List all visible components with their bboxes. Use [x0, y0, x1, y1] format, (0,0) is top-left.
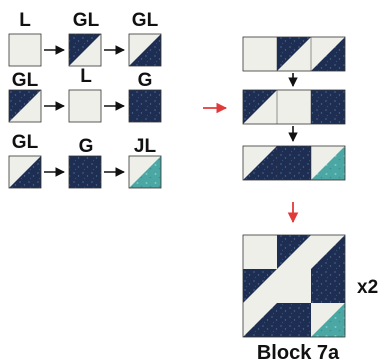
block-title: Block 7a	[257, 342, 340, 362]
unit-label: L	[80, 66, 92, 87]
sewn-row-2	[242, 89, 346, 125]
multiplier-label: x2	[357, 277, 378, 298]
unit-hst-navy-light	[68, 33, 102, 67]
unit-label: G	[79, 136, 94, 157]
unit-light-square	[68, 89, 102, 123]
unit-label: G	[138, 70, 153, 91]
unit-label: GL	[73, 10, 100, 31]
step2-sewn-rows	[242, 36, 346, 181]
unit-label: JL	[134, 136, 157, 157]
unit-hst-light-navy	[8, 155, 42, 189]
unit-label: L	[19, 10, 31, 31]
sewn-row-1	[242, 36, 346, 72]
unit-navy-square	[68, 155, 102, 189]
unit-label: GL	[12, 132, 39, 153]
unit-light-square	[8, 33, 42, 67]
step1-unit-grid: L GL GL GL L G	[8, 10, 162, 189]
unit-navy-square	[128, 89, 162, 123]
unit-hst-light-teal	[128, 155, 162, 189]
sewn-row-3	[242, 145, 346, 181]
finished-block	[242, 234, 346, 338]
unit-label: GL	[12, 70, 39, 91]
unit-hst-navy-light	[8, 89, 42, 123]
unit-hst-light-navy	[128, 33, 162, 67]
unit-label: GL	[132, 10, 159, 31]
